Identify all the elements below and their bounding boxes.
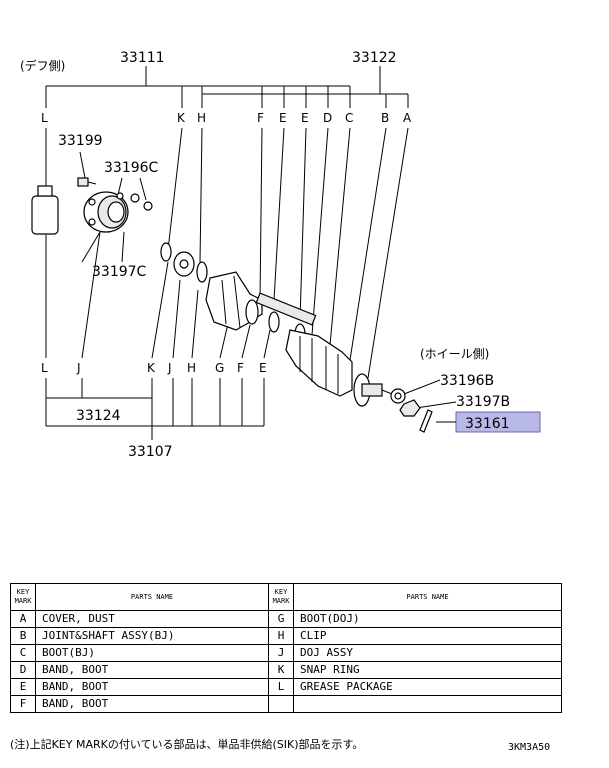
table-row: F BAND, BOOT <box>10 695 562 713</box>
key-letter: D <box>323 111 332 125</box>
name-cell: COVER, DUST <box>35 610 269 628</box>
key-letter: L <box>41 111 48 125</box>
key-letter: C <box>345 111 353 125</box>
header-parts-name: PARTS NAME <box>35 583 269 611</box>
key-cell: D <box>10 661 36 679</box>
joint-shaft-icon <box>353 373 393 407</box>
parts-table: KEY MARK PARTS NAME KEY MARK PARTS NAME … <box>10 583 562 713</box>
key-cell: A <box>10 610 36 628</box>
name-cell: DOJ ASSY <box>293 644 562 662</box>
table-header-row: KEY MARK PARTS NAME KEY MARK PARTS NAME <box>10 583 562 611</box>
name-cell: JOINT&SHAFT ASSY(BJ) <box>35 627 269 645</box>
part-33107-label[interactable]: 33107 <box>128 444 173 460</box>
name-cell: SNAP RING <box>293 661 562 679</box>
table-row: E BAND, BOOT L GREASE PACKAGE <box>10 678 562 696</box>
doj-assy-icon <box>83 191 129 233</box>
washer-icon <box>390 388 406 404</box>
nut-icon <box>130 193 153 211</box>
key-letter: K <box>177 111 186 125</box>
table-row: A COVER, DUST G BOOT(DOJ) <box>10 610 562 628</box>
part-33124-label[interactable]: 33124 <box>76 408 121 424</box>
diagram-code: 3KM3A50 <box>508 742 551 753</box>
key-letter: E <box>259 361 267 375</box>
top-key-letters: L K H F E E D C B A <box>41 111 412 125</box>
name-cell: CLIP <box>293 627 562 645</box>
name-cell: BAND, BOOT <box>35 661 269 679</box>
key-letter: E <box>279 111 287 125</box>
top-bracket <box>45 66 409 108</box>
part-33197c-label[interactable]: 33197C <box>92 264 147 280</box>
bj-boot-icon <box>285 329 353 397</box>
key-letter: L <box>41 361 48 375</box>
footnote: (注)上記KEY MARKの付いている部品は、単品非供給(SIK)部品を示す。 <box>10 738 364 751</box>
name-cell: BAND, BOOT <box>35 695 269 713</box>
key-cell: G <box>268 610 294 628</box>
header-key-mark: KEY MARK <box>10 583 36 611</box>
key-letter: E <box>301 111 309 125</box>
parts-diagram: (デフ側) 33111 33122 L K H F E E D C B A <box>20 50 541 460</box>
bottom-key-letters: L J K J H G F E <box>41 361 267 375</box>
part-33122-label[interactable]: 33122 <box>352 50 397 66</box>
table-row: D BAND, BOOT K SNAP RING <box>10 661 562 679</box>
part-33196b-label[interactable]: 33196B <box>440 373 494 389</box>
key-letter: B <box>381 111 389 125</box>
diff-side-label: (デフ側) <box>20 58 65 73</box>
key-letter: A <box>403 111 412 125</box>
spider-icon <box>173 251 195 277</box>
name-cell: GREASE PACKAGE <box>293 678 562 696</box>
part-33111-label[interactable]: 33111 <box>120 50 165 66</box>
name-cell: BOOT(BJ) <box>35 644 269 662</box>
key-cell: F <box>10 695 36 713</box>
key-cell: E <box>10 678 36 696</box>
cotter-pin-icon <box>419 409 433 433</box>
leader-lines <box>45 127 409 379</box>
part-33196c-label[interactable]: 33196C <box>104 160 159 176</box>
name-cell: BAND, BOOT <box>35 678 269 696</box>
key-letter: J <box>167 361 172 375</box>
key-letter: F <box>237 361 244 375</box>
key-cell: H <box>268 627 294 645</box>
key-letter: J <box>76 361 81 375</box>
key-cell: L <box>268 678 294 696</box>
bolt-icon <box>77 177 97 187</box>
key-cell: K <box>268 661 294 679</box>
key-letter: F <box>257 111 264 125</box>
name-cell: BOOT(DOJ) <box>293 610 562 628</box>
header-parts-name: PARTS NAME <box>293 583 562 611</box>
clip-icon <box>196 261 208 283</box>
key-cell: C <box>10 644 36 662</box>
table-row: C BOOT(BJ) J DOJ ASSY <box>10 644 562 662</box>
table-row: B JOINT&SHAFT ASSY(BJ) H CLIP <box>10 627 562 645</box>
key-cell: J <box>268 644 294 662</box>
name-cell <box>293 695 562 713</box>
part-33197b-label[interactable]: 33197B <box>456 394 510 410</box>
grease-package-icon <box>31 185 59 235</box>
key-letter: G <box>215 361 224 375</box>
key-letter: H <box>197 111 206 125</box>
bottom-bracket <box>45 378 265 440</box>
key-cell <box>268 695 294 713</box>
key-letter: H <box>187 361 196 375</box>
key-cell: B <box>10 627 36 645</box>
header-key-mark: KEY MARK <box>268 583 294 611</box>
key-letter: K <box>147 361 156 375</box>
wheel-side-label: (ホイール側) <box>420 347 489 361</box>
snap-ring-icon <box>160 242 172 262</box>
part-33161-label[interactable]: 33161 <box>465 416 510 432</box>
hub-nut-icon <box>399 399 421 417</box>
part-33199-label[interactable]: 33199 <box>58 133 103 149</box>
